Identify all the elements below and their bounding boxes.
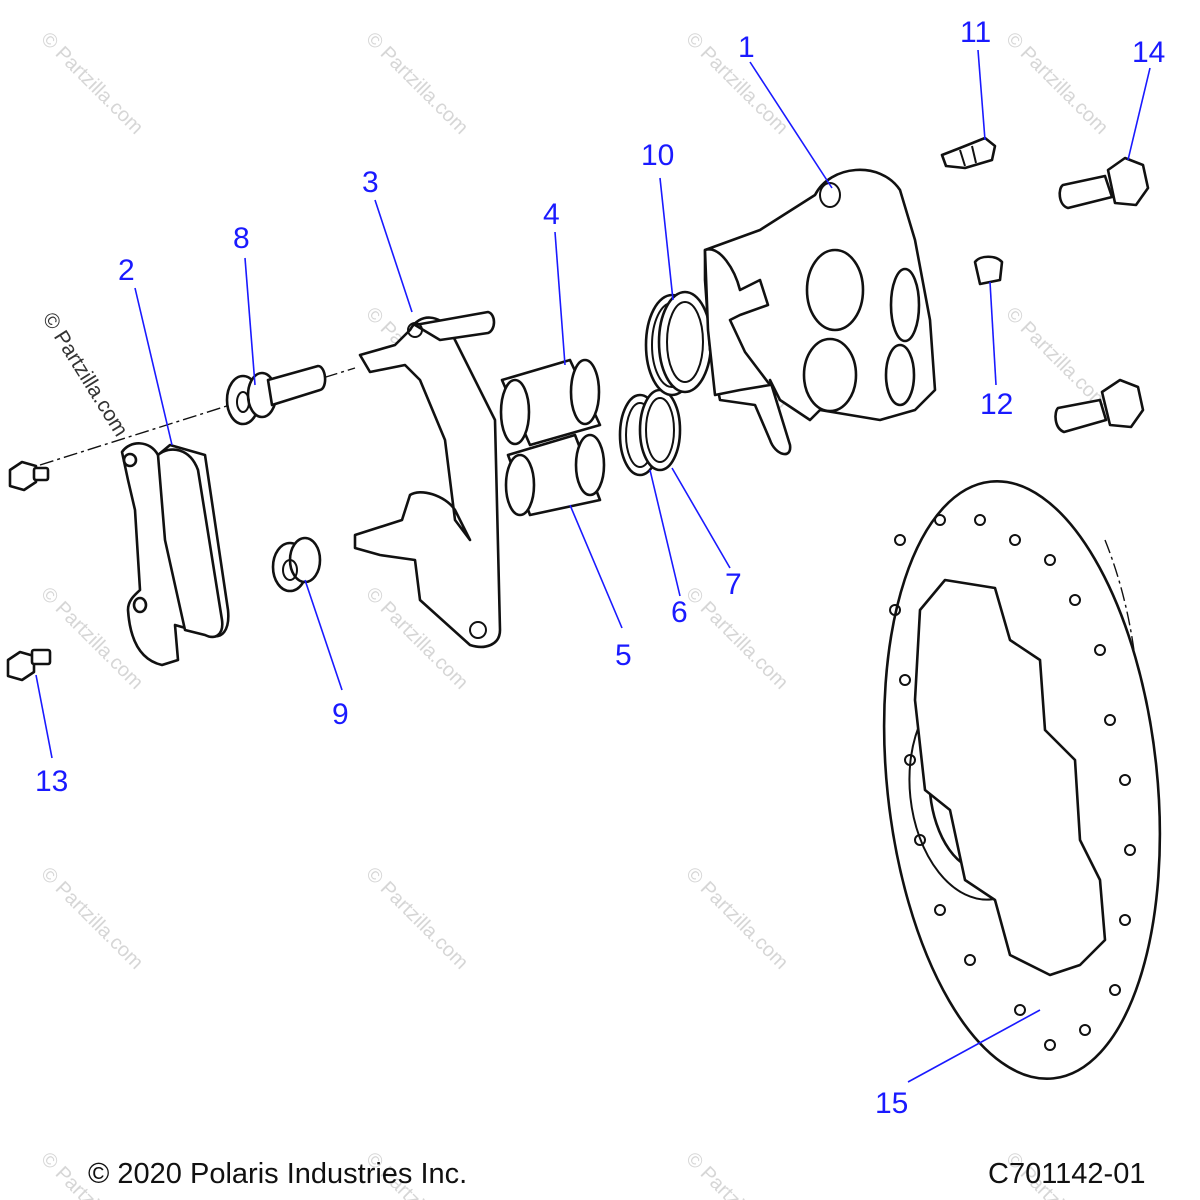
callout-8: 8 (233, 222, 250, 255)
diagram-id: C701142-01 (988, 1158, 1145, 1190)
callout-12: 12 (980, 388, 1013, 421)
watermark: © Partzilla.com (681, 1148, 792, 1200)
callout-15: 15 (875, 1087, 908, 1120)
caliper-seal-stack (644, 290, 713, 397)
callout-11: 11 (960, 16, 991, 49)
callout-13: 13 (35, 765, 68, 798)
callout-1: 1 (738, 31, 755, 64)
slide-pin-boot-lower (271, 536, 322, 593)
callout-2: 2 (118, 254, 135, 287)
bleeder-cap (973, 255, 1004, 286)
assembly-axis-line (39, 404, 231, 466)
caliper-pistons (499, 358, 606, 517)
caliper-bolts (1054, 156, 1150, 434)
watermark: © Partzilla.com (36, 28, 147, 139)
brake-rotor (882, 480, 1162, 1080)
watermark: © Partzilla.com (36, 863, 147, 974)
callout-7: 7 (725, 568, 742, 601)
caliper-body (703, 168, 937, 456)
piston-seals (618, 388, 682, 477)
brake-pads (120, 442, 230, 667)
callout-5: 5 (615, 639, 632, 672)
callout-10: 10 (641, 139, 674, 172)
leader-lines (35, 49, 1151, 1083)
slide-pin-upper (225, 364, 327, 426)
caliper-bracket (353, 310, 502, 649)
bleeder-screw (940, 136, 997, 170)
callout-9: 9 (332, 698, 349, 731)
callout-3: 3 (362, 166, 379, 199)
watermark: © Partzilla.com (681, 863, 792, 974)
callouts: 1 2 3 4 5 6 7 8 9 10 11 12 13 14 15 (35, 16, 1165, 1120)
callout-14: 14 (1132, 36, 1165, 69)
watermark: © Partzilla.com (361, 28, 472, 139)
callout-6: 6 (671, 596, 688, 629)
watermark: © Partzilla.com (361, 863, 472, 974)
watermark-dark: © Partzilla.com (38, 308, 132, 440)
watermark: © Partzilla.com (681, 28, 792, 139)
callout-4: 4 (543, 198, 560, 231)
watermark: © Partzilla.com (1001, 303, 1112, 414)
copyright-text: © 2020 Polaris Industries Inc. (88, 1158, 467, 1190)
watermark: © Partzilla.com (1001, 28, 1112, 139)
pad-bolts (6, 460, 52, 682)
